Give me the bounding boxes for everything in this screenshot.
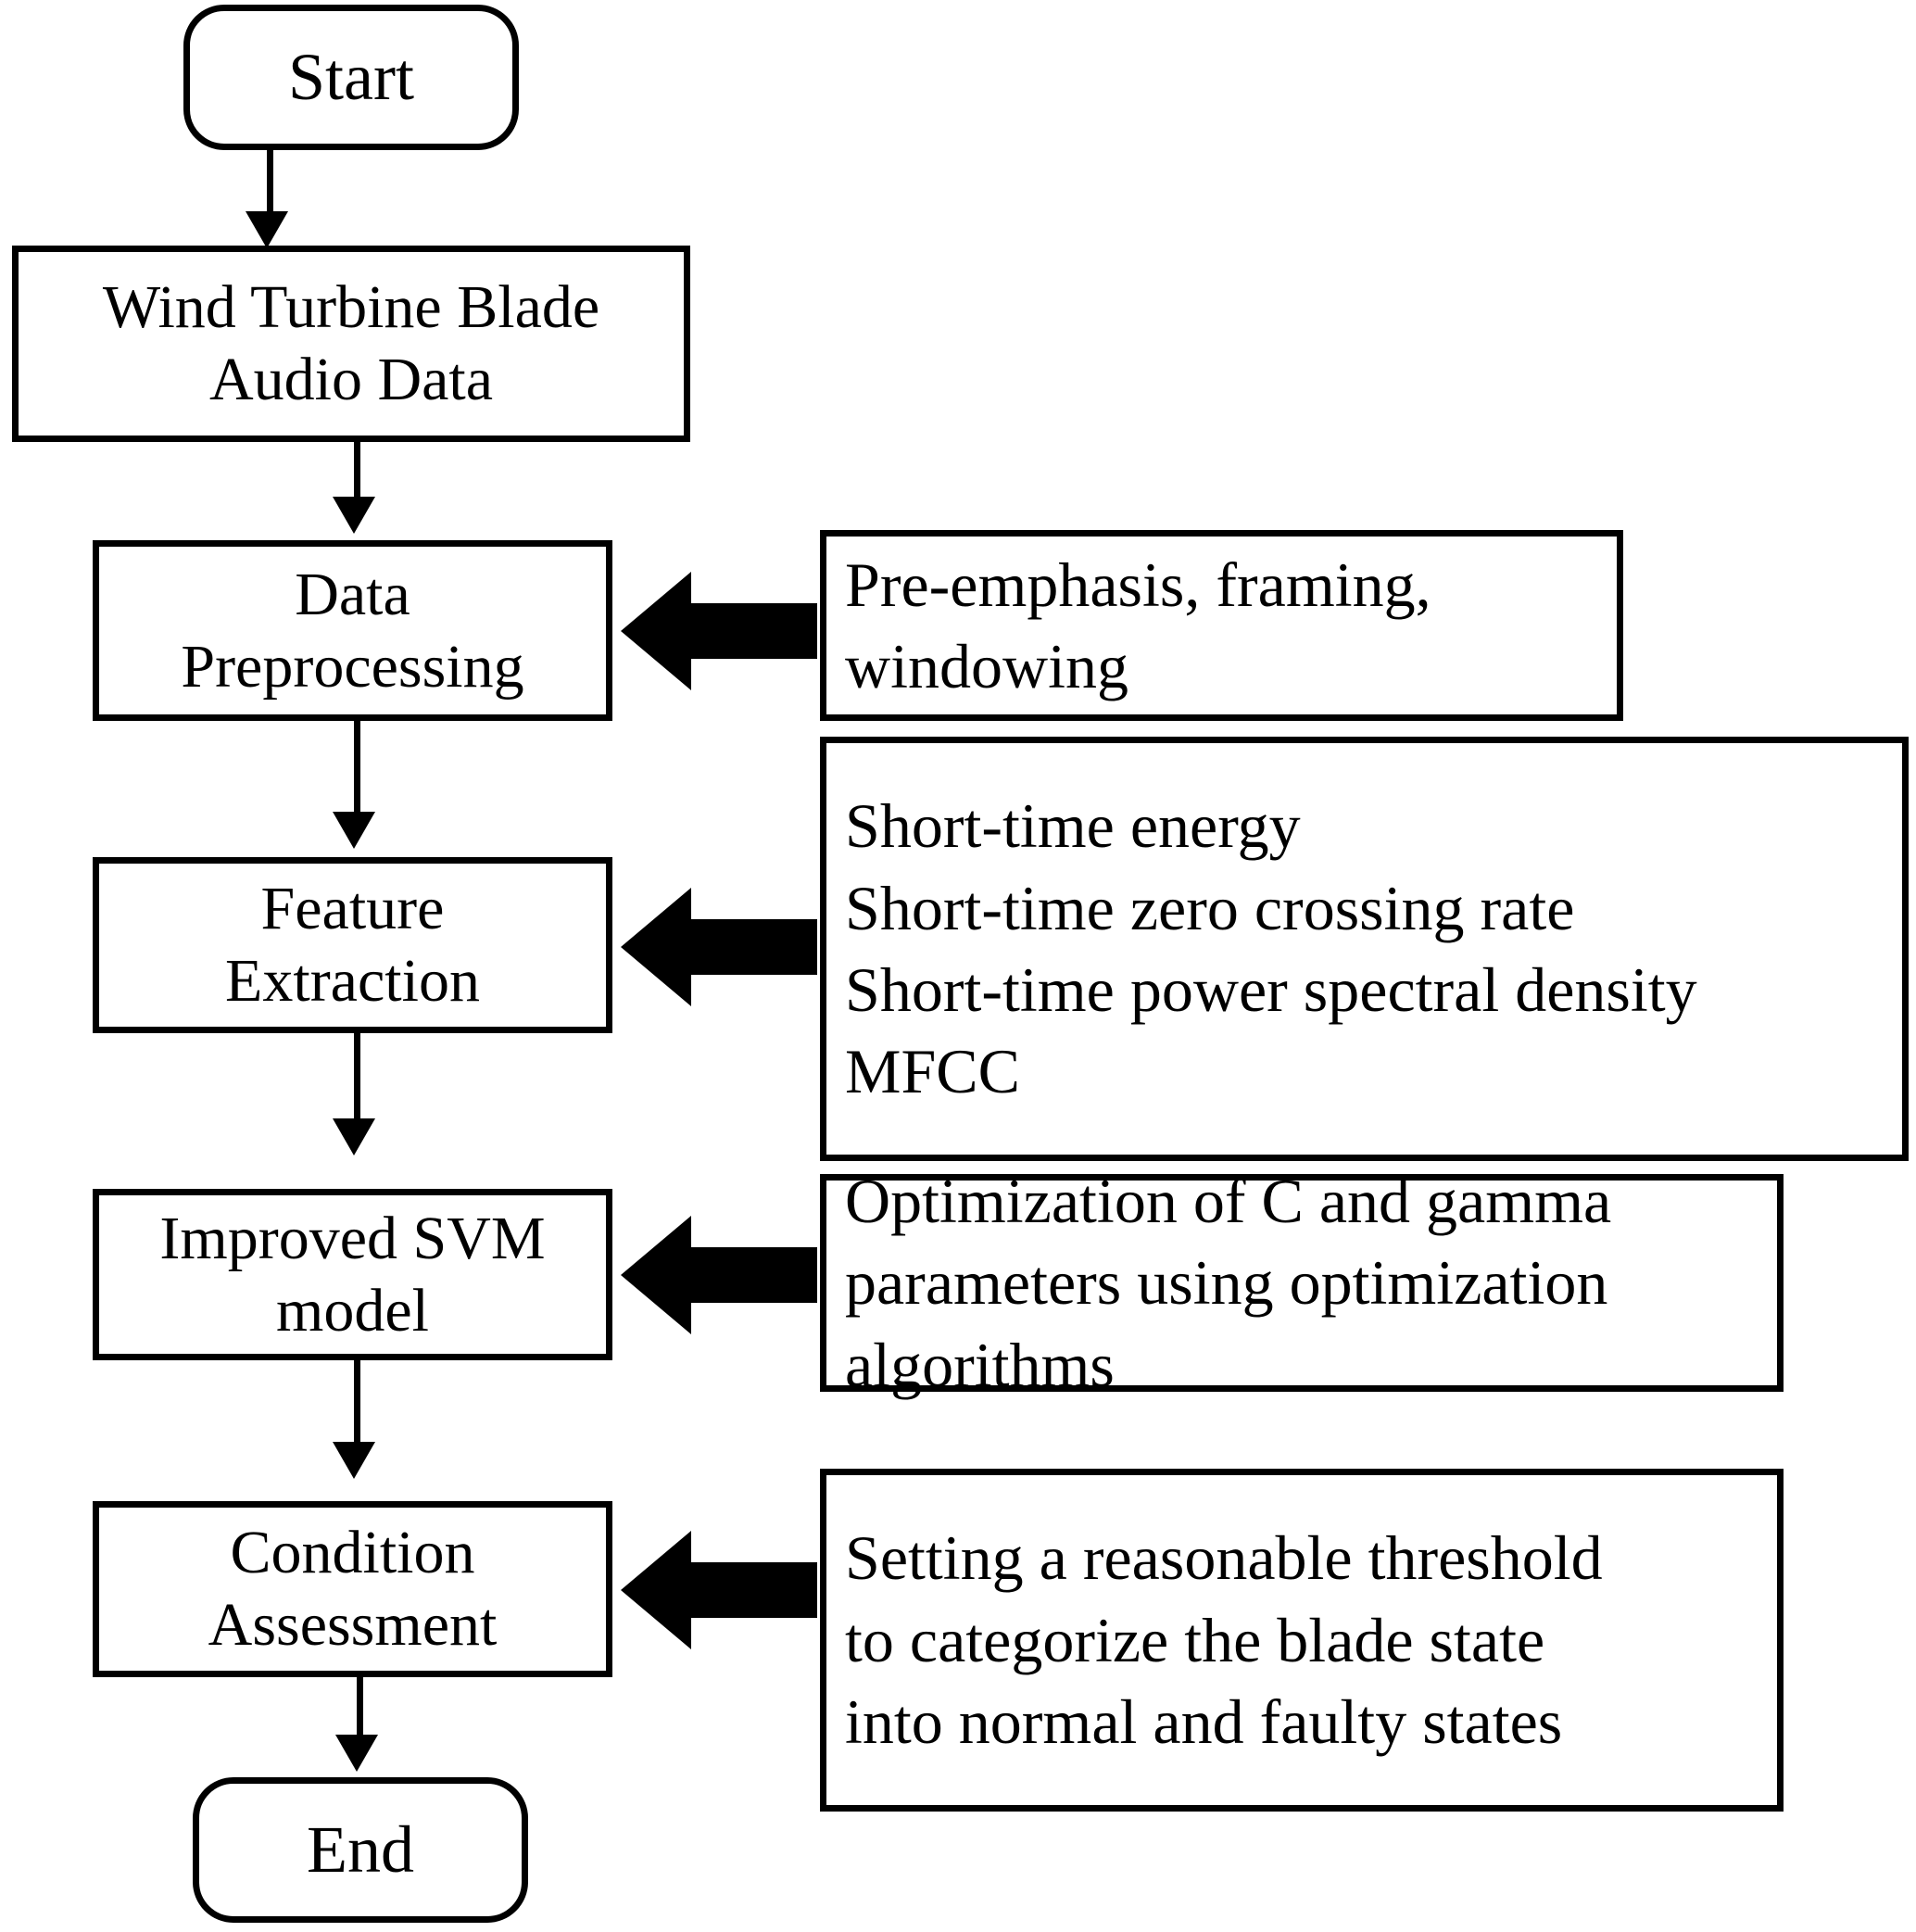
block-arrow-left-preprocessing — [621, 572, 817, 690]
node-feature-extraction-label: Feature Extraction — [225, 875, 480, 1015]
block-arrow-left-feature-extraction — [621, 888, 817, 1006]
connector-condition-to-end-arrowhead — [335, 1735, 378, 1772]
annotation-feature-detail: Short-time energy Short-time zero crossi… — [820, 737, 1909, 1161]
annotation-svm-detail: Optimization of C and gamma parameters u… — [820, 1166, 1784, 1400]
node-audio-data-label: Wind Turbine Blade Audio Data — [102, 273, 600, 413]
block-arrow-left-condition-assessment — [621, 1531, 817, 1649]
block-arrow-left-svm-model — [621, 1216, 817, 1334]
node-end[interactable]: End — [193, 1777, 528, 1923]
connector-start-to-audio-data-line — [267, 150, 273, 219]
connector-audio-data-to-preprocessing-arrowhead — [333, 497, 375, 534]
node-data-preprocessing[interactable]: Data Preprocessing — [93, 540, 612, 721]
annotation-feature-detail-label: Short-time energy Short-time zero crossi… — [845, 790, 1697, 1107]
node-data-preprocessing-label: Data Preprocessing — [181, 560, 524, 701]
node-start[interactable]: Start — [183, 5, 519, 150]
connector-svm-to-condition-arrowhead — [333, 1442, 375, 1479]
node-condition-assessment-label: Condition Assessment — [208, 1519, 498, 1659]
node-improved-svm-model-label: Improved SVM model — [159, 1204, 546, 1345]
connector-feature-to-svm-line — [354, 1033, 360, 1122]
node-end-label: End — [307, 1812, 414, 1888]
annotation-svm-detail-label: Optimization of C and gamma parameters u… — [845, 1165, 1612, 1400]
connector-preprocessing-to-feature-line — [354, 721, 360, 815]
annotation-assessment-detail: Setting a reasonable threshold to catego… — [820, 1469, 1784, 1812]
connector-condition-to-end-line — [357, 1677, 363, 1738]
connector-feature-to-svm-arrowhead — [333, 1118, 375, 1155]
connector-audio-data-to-preprocessing-line — [354, 442, 360, 501]
connector-preprocessing-to-feature-arrowhead — [333, 812, 375, 849]
annotation-preprocessing-detail-label: Pre-emphasis, framing, windowing — [845, 549, 1431, 701]
node-start-label: Start — [288, 40, 414, 115]
node-feature-extraction[interactable]: Feature Extraction — [93, 857, 612, 1033]
connector-start-to-audio-data-arrowhead — [246, 211, 288, 248]
node-condition-assessment[interactable]: Condition Assessment — [93, 1501, 612, 1677]
annotation-assessment-detail-label: Setting a reasonable threshold to catego… — [845, 1522, 1603, 1758]
node-improved-svm-model[interactable]: Improved SVM model — [93, 1189, 612, 1360]
connector-svm-to-condition-line — [354, 1360, 360, 1446]
annotation-preprocessing-detail: Pre-emphasis, framing, windowing — [820, 530, 1623, 721]
node-audio-data[interactable]: Wind Turbine Blade Audio Data — [12, 246, 690, 442]
